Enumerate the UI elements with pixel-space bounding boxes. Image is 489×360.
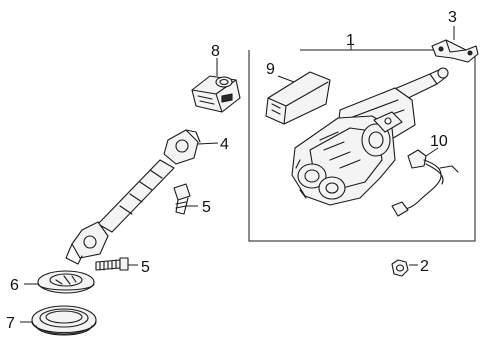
steering-column-assembly xyxy=(291,67,449,206)
callout-1: 1 xyxy=(346,32,355,49)
callout-5-upper: 5 xyxy=(202,199,211,216)
steering-shaft-boot xyxy=(24,270,95,294)
hex-nut xyxy=(391,259,418,277)
callout-2: 2 xyxy=(420,258,429,275)
bolt-upper xyxy=(173,183,198,215)
callout-8: 8 xyxy=(211,43,220,60)
intermediate-shaft xyxy=(65,129,219,265)
callout-3: 3 xyxy=(448,9,457,26)
seal-ring xyxy=(20,305,97,336)
wiring-harness xyxy=(391,147,459,217)
callout-4: 4 xyxy=(220,136,229,153)
callout-9: 9 xyxy=(266,61,275,78)
callout-10: 10 xyxy=(430,133,448,150)
callout-7: 7 xyxy=(6,315,15,332)
column-bracket-clip xyxy=(431,26,479,63)
callout-5-lower: 5 xyxy=(141,259,150,276)
bolt-lower xyxy=(95,257,138,271)
ignition-module xyxy=(191,58,241,113)
control-module xyxy=(265,71,331,125)
callout-6: 6 xyxy=(10,277,19,294)
